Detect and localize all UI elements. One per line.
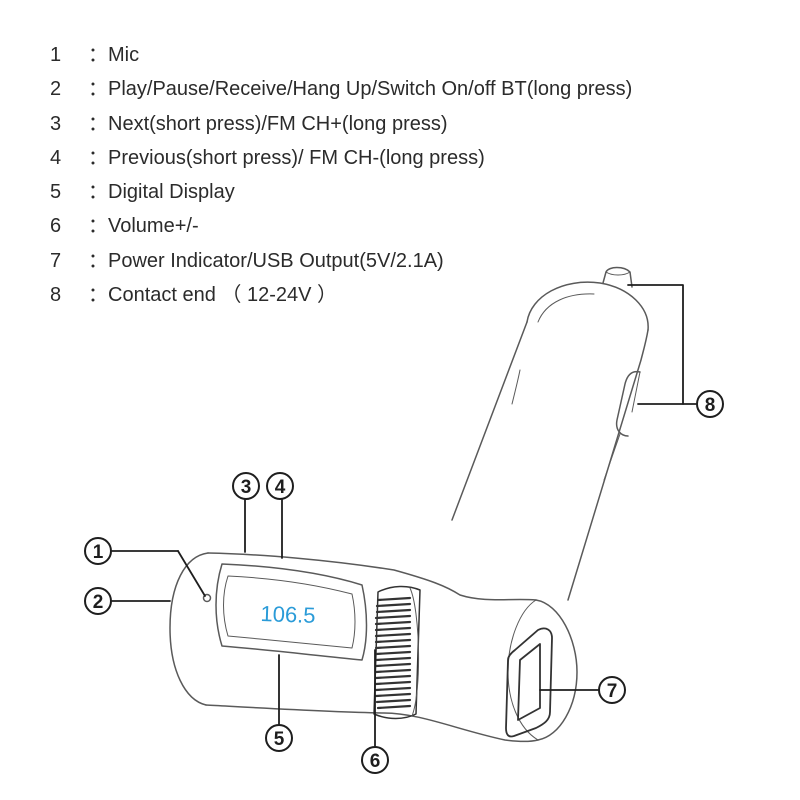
side-spring-contact: [603, 370, 641, 481]
leader-lines: [111, 284, 697, 747]
leader-line-1b: [177, 550, 206, 597]
mic-hole: [202, 593, 212, 603]
plug-body: [451, 281, 649, 601]
legend-separator: ：: [88, 181, 108, 204]
volume-knob: [373, 585, 421, 720]
callouts: 1 2 3 4 5 6 7: [84, 390, 724, 774]
legend-number: 5: [50, 181, 62, 204]
callout-7: 7: [598, 676, 626, 704]
callout-2: 2: [84, 587, 112, 615]
legend-item-7: 7 ：Power Indicator/USB Output(5V/2.1A): [50, 244, 632, 278]
callout-3-label: 3: [241, 477, 252, 498]
callout-1: 1: [84, 537, 112, 565]
callout-2-label: 2: [93, 592, 104, 613]
legend-number: 7: [50, 249, 62, 272]
legend-text: Volume+/-: [108, 215, 199, 238]
callout-6-label: 6: [370, 751, 381, 772]
legend-text: Play/Pause/Receive/Hang Up/Switch On/off…: [108, 78, 633, 101]
legend-separator: ：: [88, 249, 108, 272]
legend-number: 4: [50, 146, 62, 169]
callout-4: 4: [266, 472, 294, 500]
callout-5: 5: [265, 724, 293, 752]
contact-tip: [602, 266, 633, 288]
legend-text: Next(short press)/FM CH+(long press): [108, 112, 448, 135]
legend-text: Digital Display: [108, 181, 235, 204]
display-bezel: [215, 563, 368, 661]
frequency-readout: 106.5: [260, 601, 316, 628]
legend-text: Contact end （ 12-24V ）: [108, 284, 338, 307]
callout-6: 6: [361, 746, 389, 774]
legend-number: 8: [50, 284, 62, 307]
legend-number: 3: [50, 112, 62, 135]
legend-separator: ：: [88, 146, 108, 169]
callout-4-label: 4: [275, 477, 286, 498]
callout-3: 3: [232, 472, 260, 500]
legend-text: Power Indicator/USB Output(5V/2.1A): [108, 249, 444, 272]
knob-ridges: [374, 596, 412, 710]
legend-separator: ：: [88, 78, 108, 101]
legend-list: 1：Mic 2：Play/Pause/Receive/Hang Up/Switc…: [50, 38, 632, 312]
legend-text: Previous(short press)/ FM CH-(long press…: [108, 146, 485, 169]
callout-1-label: 1: [93, 542, 104, 563]
callout-7-label: 7: [607, 681, 618, 702]
legend-separator: ：: [88, 215, 108, 238]
leader-line-8: [627, 284, 697, 405]
legend-separator: ：: [88, 44, 108, 66]
legend-item-2: 2 ：Play/Pause/Receive/Hang Up/Switch On/o…: [50, 72, 632, 106]
legend-item-8: 8 ：Contact end （ 12-24V ）: [50, 278, 632, 312]
legend-text: Mic: [108, 44, 140, 66]
legend-number: 2: [50, 78, 62, 101]
callout-5-label: 5: [274, 729, 285, 750]
legend-item-5: 5 ：Digital Display: [50, 175, 632, 209]
legend-number: 6: [50, 215, 62, 238]
legend-item-3: 3 ：Next(short press)/FM CH+(long press): [50, 107, 632, 141]
legend-separator: ：: [88, 284, 108, 307]
legend-item-4: 4 ：Previous(short press)/ FM CH-(long pre…: [50, 141, 632, 175]
callout-8: 8: [696, 390, 724, 418]
legend-separator: ：: [88, 112, 108, 135]
legend-item-1: 1 ：Mic: [50, 38, 632, 72]
legend-item-6: 6 ：Volume+/-: [50, 209, 632, 243]
usb-port: [505, 627, 553, 738]
legend-number: 1: [50, 44, 62, 66]
callout-8-label: 8: [705, 395, 716, 416]
